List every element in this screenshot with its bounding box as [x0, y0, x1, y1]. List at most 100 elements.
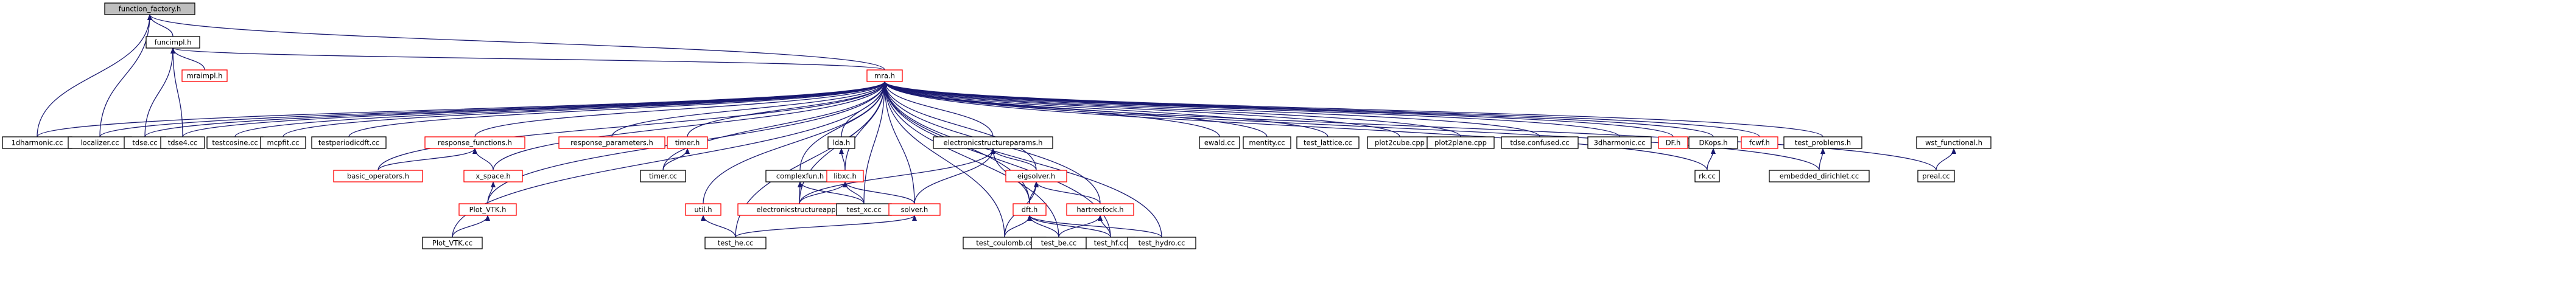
node-mcpfit[interactable]: mcpfit.cc [260, 136, 306, 149]
node-x-space[interactable]: x_space.h [463, 170, 523, 182]
node-box[interactable] [1741, 136, 1778, 149]
node-testperiodicdft[interactable]: testperiodicdft.cc [311, 136, 387, 149]
node-localizer[interactable]: localizer.cc [68, 136, 132, 149]
node-box[interactable] [866, 69, 903, 82]
node-box[interactable] [333, 170, 423, 182]
node-plot-vtk-cc[interactable]: Plot_VTK.cc [422, 237, 483, 249]
node-box[interactable] [1769, 170, 1870, 182]
node-embedded-dirichlet[interactable]: embedded_dirichlet.cc [1769, 170, 1870, 182]
node-lda[interactable]: lda.h [827, 136, 855, 149]
node-box[interactable] [1013, 203, 1047, 216]
node-box[interactable] [458, 203, 517, 216]
node-box[interactable] [260, 136, 306, 149]
node-label: test_lattice.cc [1304, 139, 1352, 147]
node-box[interactable] [1127, 237, 1196, 249]
node-box[interactable] [1917, 170, 1955, 182]
node-plot2cube[interactable]: plot2cube.cpp [1367, 136, 1433, 149]
node-oneharmonic[interactable]: 1dharmonic.cc [2, 136, 72, 149]
node-label: timer.cc [649, 172, 677, 181]
node-test-lattice[interactable]: test_lattice.cc [1296, 136, 1360, 149]
node-box[interactable] [463, 170, 523, 182]
node-box[interactable] [685, 203, 721, 216]
node-timer-cc[interactable]: timer.cc [640, 170, 686, 182]
node-libxc[interactable]: libxc.h [826, 170, 864, 182]
node-test-hydro[interactable]: test_hydro.cc [1127, 237, 1196, 249]
node-box[interactable] [826, 170, 864, 182]
node-solver[interactable]: solver.h [888, 203, 941, 216]
node-function-factory[interactable]: function_factory.h [104, 2, 195, 15]
node-tdse-confused[interactable]: tdse.confused.cc [1501, 136, 1579, 149]
node-box[interactable] [1694, 170, 1720, 182]
node-box[interactable] [422, 237, 483, 249]
node-box[interactable] [1783, 136, 1862, 149]
node-label: 1dharmonic.cc [12, 139, 63, 147]
node-ewald[interactable]: ewald.cc [1199, 136, 1240, 149]
node-mraimpl[interactable]: mraimpl.h [181, 69, 228, 82]
node-complexfun[interactable]: complexfun.h [765, 170, 835, 182]
node-rk[interactable]: rk.cc [1694, 170, 1720, 182]
node-box[interactable] [640, 170, 686, 182]
node-box[interactable] [1501, 136, 1579, 149]
edge-dfh-to-mra [882, 81, 1674, 137]
node-dfh[interactable]: DF.h [1658, 136, 1688, 149]
node-box[interactable] [104, 2, 195, 15]
node-mra[interactable]: mra.h [866, 69, 903, 82]
node-box[interactable] [1005, 170, 1067, 182]
node-plot-vtk-h[interactable]: Plot_VTK.h [458, 203, 517, 216]
node-box[interactable] [1688, 136, 1738, 149]
node-box[interactable] [424, 136, 525, 149]
node-box[interactable] [1066, 203, 1134, 216]
node-eigsolver[interactable]: eigsolver.h [1005, 170, 1067, 182]
node-timer-h[interactable]: timer.h [667, 136, 708, 149]
node-dkops[interactable]: DKops.h [1688, 136, 1738, 149]
node-util[interactable]: util.h [685, 203, 721, 216]
node-dft[interactable]: dft.h [1013, 203, 1047, 216]
node-basic-operators[interactable]: basic_operators.h [333, 170, 423, 182]
node-test-be[interactable]: test_be.cc [1031, 237, 1087, 249]
node-box[interactable] [558, 136, 665, 149]
node-funcimpl[interactable]: funcimpl.h [146, 36, 200, 49]
node-plot2plane[interactable]: plot2plane.cpp [1427, 136, 1495, 149]
node-box[interactable] [1916, 136, 1992, 149]
node-test-he[interactable]: test_he.cc [704, 237, 767, 249]
node-fcwf[interactable]: fcwf.h [1741, 136, 1778, 149]
node-esapp[interactable]: electronicstructureapp.h [737, 203, 862, 216]
node-test-xc[interactable]: test_xc.cc [836, 203, 892, 216]
edge-test_xc-to-mra [863, 81, 887, 204]
node-box[interactable] [667, 136, 708, 149]
edge-preal-to-wst_functional [1936, 148, 1956, 171]
node-response-parameters[interactable]: response_parameters.h [558, 136, 665, 149]
node-box[interactable] [888, 203, 941, 216]
node-test-hf[interactable]: test_hf.cc [1086, 237, 1135, 249]
node-label: lda.h [833, 139, 851, 147]
node-box[interactable] [311, 136, 387, 149]
edge-test_be-to-mra [882, 81, 1059, 238]
node-box[interactable] [146, 36, 200, 49]
node-box[interactable] [1587, 136, 1652, 149]
node-testcosine[interactable]: testcosine.cc [206, 136, 264, 149]
node-box[interactable] [704, 237, 767, 249]
node-tdse[interactable]: tdse.cc [124, 136, 166, 149]
node-box[interactable] [1296, 136, 1360, 149]
node-tdse4[interactable]: tdse4.cc [160, 136, 205, 149]
node-response-functions[interactable]: response_functions.h [424, 136, 525, 149]
node-box[interactable] [1199, 136, 1240, 149]
node-mentity[interactable]: mentity.cc [1243, 136, 1291, 149]
node-threeharmonic[interactable]: 3dharmonic.cc [1587, 136, 1652, 149]
node-preal[interactable]: preal.cc [1917, 170, 1955, 182]
node-test-problems[interactable]: test_problems.h [1783, 136, 1862, 149]
node-box[interactable] [1243, 136, 1291, 149]
node-box[interactable] [1658, 136, 1688, 149]
node-test-coulomb[interactable]: test_coulomb.cc [963, 237, 1047, 249]
node-label: timer.h [675, 139, 700, 147]
node-box[interactable] [827, 136, 855, 149]
edge-x_space-to-response_functions [472, 148, 494, 171]
node-box[interactable] [160, 136, 205, 149]
node-esparams[interactable]: electronicstructureparams.h [933, 136, 1053, 149]
node-box[interactable] [1427, 136, 1495, 149]
node-box[interactable] [933, 136, 1053, 149]
node-wst-functional[interactable]: wst_functional.h [1916, 136, 1992, 149]
node-label: mraimpl.h [187, 72, 223, 80]
node-box[interactable] [181, 69, 228, 82]
node-hartreefock[interactable]: hartreefock.h [1066, 203, 1134, 216]
